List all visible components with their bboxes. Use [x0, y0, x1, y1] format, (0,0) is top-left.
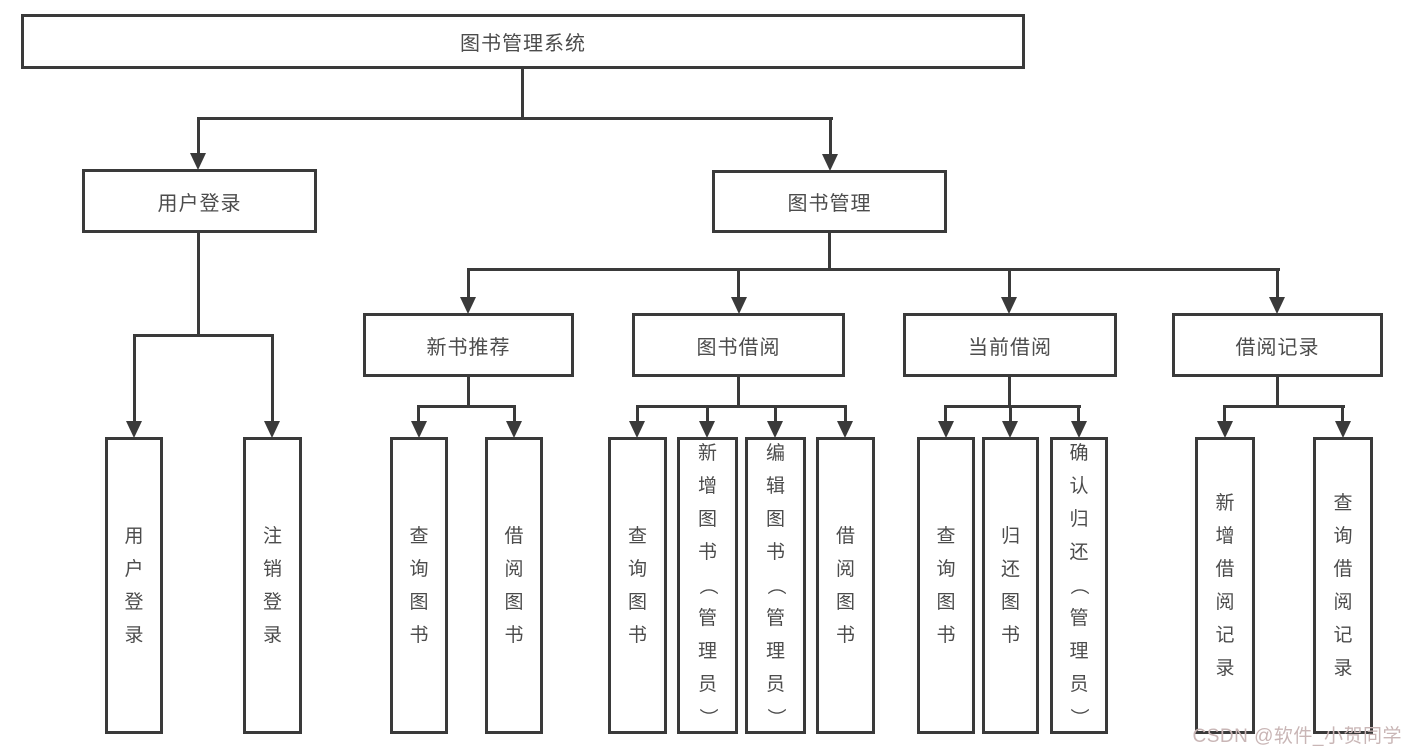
- node-library-system: 图书管理系统: [21, 14, 1025, 69]
- leaf-user-login-label: 用户登录: [124, 525, 144, 646]
- connector-line: [133, 334, 274, 337]
- leaf-borrow-query-books: 查询图书: [608, 437, 667, 734]
- connector-line: [844, 405, 847, 424]
- node-new-book-recommend-label: 新书推荐: [426, 336, 511, 359]
- connector-line: [1276, 268, 1279, 300]
- node-new-book-recommend: 新书推荐: [363, 313, 574, 377]
- connector-line: [737, 268, 740, 300]
- arrowhead: [1001, 297, 1017, 314]
- connector-line: [1077, 405, 1080, 424]
- connector-line: [1341, 405, 1344, 424]
- connector-line: [944, 405, 1081, 408]
- leaf-recommend-query-books-label: 查询图书: [409, 525, 429, 646]
- connector-line: [636, 405, 847, 408]
- connector-line: [467, 268, 1280, 271]
- leaf-query-borrow-record: 查询借阅记录: [1313, 437, 1373, 734]
- arrowhead: [1071, 421, 1087, 438]
- arrowhead: [699, 421, 715, 438]
- csdn-watermark: CSDN @软件_小贺同学: [1192, 726, 1402, 747]
- connector-line: [467, 268, 470, 300]
- arrowhead: [1335, 421, 1351, 438]
- arrowhead: [411, 421, 427, 438]
- connector-line: [467, 377, 470, 407]
- connector-line: [944, 405, 947, 424]
- connector-line: [1008, 377, 1011, 407]
- node-current-borrow: 当前借阅: [903, 313, 1117, 377]
- connector-line: [417, 405, 420, 424]
- connector-line: [737, 377, 740, 407]
- arrowhead: [506, 421, 522, 438]
- leaf-edit-books-admin: 编辑图书（管理员）: [745, 437, 806, 734]
- connector-line: [829, 117, 832, 157]
- connector-line: [1009, 405, 1012, 424]
- arrowhead: [460, 297, 476, 314]
- arrowhead: [629, 421, 645, 438]
- leaf-recommend-borrow-books: 借阅图书: [485, 437, 543, 734]
- arrowhead: [1002, 421, 1018, 438]
- connector-line: [197, 233, 200, 336]
- node-book-borrow-label: 图书借阅: [696, 336, 781, 359]
- connector-line: [271, 334, 274, 424]
- leaf-logout: 注销登录: [243, 437, 302, 734]
- leaf-borrow-books: 借阅图书: [816, 437, 875, 734]
- arrowhead: [126, 421, 142, 438]
- leaf-query-borrow-record-label: 查询借阅记录: [1333, 492, 1353, 679]
- leaf-add-borrow-record: 新增借阅记录: [1195, 437, 1255, 734]
- node-book-management-label: 图书管理: [787, 193, 872, 215]
- node-borrow-records-label: 借阅记录: [1235, 336, 1320, 359]
- node-library-system-label: 图书管理系统: [460, 33, 586, 55]
- leaf-add-borrow-record-label: 新增借阅记录: [1215, 492, 1235, 679]
- leaf-confirm-return-admin-label: 确认归还（管理员）: [1068, 443, 1090, 728]
- node-user-login-label: 用户登录: [157, 192, 242, 215]
- connector-line: [706, 405, 709, 424]
- arrowhead: [264, 421, 280, 438]
- arrowhead: [837, 421, 853, 438]
- connector-line: [1223, 405, 1226, 424]
- leaf-return-books-label: 归还图书: [1000, 525, 1020, 646]
- node-book-management: 图书管理: [712, 170, 947, 233]
- leaf-add-books-admin-label: 新增图书（管理员）: [696, 443, 718, 728]
- leaf-add-books-admin: 新增图书（管理员）: [677, 437, 738, 734]
- leaf-logout-label: 注销登录: [262, 525, 282, 646]
- leaf-user-login: 用户登录: [105, 437, 163, 734]
- connector-line: [1008, 268, 1011, 300]
- arrowhead: [190, 153, 206, 170]
- node-book-borrow: 图书借阅: [632, 313, 845, 377]
- leaf-borrow-books-label: 借阅图书: [835, 525, 855, 646]
- leaf-edit-books-admin-label: 编辑图书（管理员）: [764, 443, 786, 728]
- leaf-confirm-return-admin: 确认归还（管理员）: [1050, 437, 1108, 734]
- connector-line: [828, 233, 831, 270]
- arrowhead: [1269, 297, 1285, 314]
- arrowhead: [938, 421, 954, 438]
- connector-line: [417, 405, 516, 408]
- connector-line: [1223, 405, 1345, 408]
- connector-line: [774, 405, 777, 424]
- leaf-borrow-query-books-label: 查询图书: [627, 525, 647, 646]
- connector-line: [197, 117, 833, 120]
- leaf-current-query-books: 查询图书: [917, 437, 975, 734]
- arrowhead: [731, 297, 747, 314]
- arrowhead: [822, 154, 838, 171]
- connector-line: [513, 405, 516, 424]
- connector-line: [636, 405, 639, 424]
- leaf-current-query-books-label: 查询图书: [936, 525, 956, 646]
- node-current-borrow-label: 当前借阅: [968, 336, 1052, 359]
- connector-line: [133, 334, 136, 424]
- connector-line: [1276, 377, 1279, 407]
- node-user-login: 用户登录: [82, 169, 317, 233]
- leaf-return-books: 归还图书: [982, 437, 1039, 734]
- leaf-recommend-borrow-books-label: 借阅图书: [504, 525, 524, 646]
- connector-line: [521, 69, 524, 119]
- arrowhead: [1217, 421, 1233, 438]
- arrowhead: [767, 421, 783, 438]
- leaf-recommend-query-books: 查询图书: [390, 437, 448, 734]
- connector-line: [197, 117, 200, 157]
- node-borrow-records: 借阅记录: [1172, 313, 1383, 377]
